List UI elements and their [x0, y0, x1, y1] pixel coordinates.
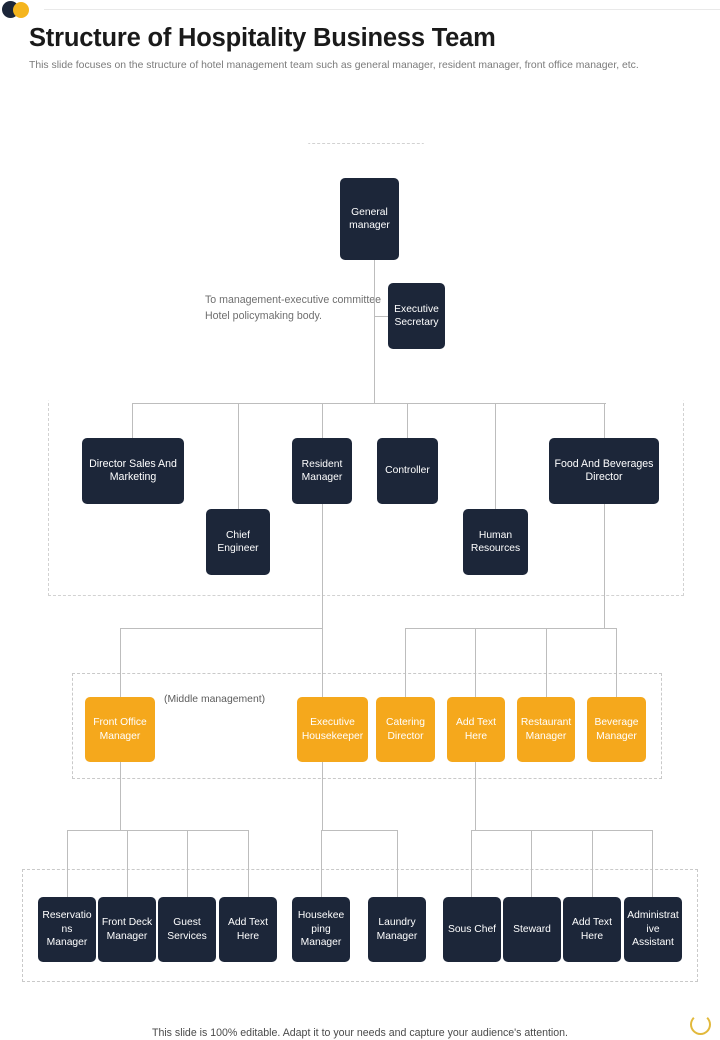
middle-management-zone-boundary [72, 673, 662, 779]
node-front-deck-manager[interactable]: Front Deck Manager [98, 897, 156, 962]
connector-ops-bus-b [321, 830, 398, 831]
node-executive-secretary[interactable]: Executive Secretary [388, 283, 445, 349]
brand-logo-icon [2, 1, 42, 21]
connector-drop-controller [407, 403, 408, 438]
connector-drop-beverage-manager [616, 628, 617, 697]
connector-drop-ops-add-text-2 [592, 830, 593, 897]
node-steward[interactable]: Steward [503, 897, 561, 962]
connector-drop-housekeeping-manager [321, 830, 322, 897]
node-restaurant-manager[interactable]: Restaurant Manager [517, 697, 575, 762]
connector-drop-laundry-manager [397, 830, 398, 897]
node-guest-services[interactable]: Guest Services [158, 897, 216, 962]
node-food-and-beverages-director[interactable]: Food And Beverages Director [549, 438, 659, 504]
connector-drop-front-office [120, 628, 121, 697]
connector-drop-exec-housekeeper [322, 628, 323, 697]
connector-gm-trunk [374, 260, 375, 403]
node-administrative-assistant[interactable]: Administrative Assistant [624, 897, 682, 962]
connector-drop-food-beverages [604, 403, 605, 438]
node-chief-engineer[interactable]: Chief Engineer [206, 509, 270, 575]
node-beverage-manager[interactable]: Beverage Manager [587, 697, 646, 762]
connector-fb-to-mid [604, 504, 605, 628]
node-housekeeping-manager[interactable]: Housekeeping Manager [292, 897, 350, 962]
header-divider [44, 9, 720, 10]
connector-front-office-to-ops [120, 762, 121, 830]
node-front-office-manager[interactable]: Front Office Manager [85, 697, 155, 762]
node-middle-add-text[interactable]: Add Text Here [447, 697, 505, 762]
node-operational-add-text-1[interactable]: Add Text Here [219, 897, 277, 962]
node-sous-chef[interactable]: Sous Chef [443, 897, 501, 962]
node-general-manager[interactable]: General manager [340, 178, 399, 260]
operational-zone-boundary [22, 869, 698, 982]
connector-tier2-bus [132, 403, 606, 404]
policy-note: To management-executive committee Hotel … [205, 294, 382, 322]
connector-drop-chief-engineer [238, 403, 239, 509]
connector-drop-guest-services [187, 830, 188, 897]
node-reservations-manager[interactable]: Reservations Manager [38, 897, 96, 962]
node-executive-housekeeper[interactable]: Executive Housekeeper [297, 697, 368, 762]
connector-ops-bus-a [67, 830, 248, 831]
connector-drop-reservations-manager [67, 830, 68, 897]
connector-drop-steward [531, 830, 532, 897]
node-operational-add-text-2[interactable]: Add Text Here [563, 897, 621, 962]
connector-resident-to-mid [322, 504, 323, 628]
logo-circle-amber [13, 2, 29, 18]
footer-note: This slide is 100% editable. Adapt it to… [151, 1027, 569, 1039]
connector-mid-addtext-to-ops [475, 762, 476, 830]
connector-drop-resident-manager [322, 403, 323, 438]
page-subtitle: This slide focuses on the structure of h… [29, 60, 639, 71]
node-catering-director[interactable]: Catering Director [376, 697, 435, 762]
connector-mid-bus-right [405, 628, 616, 629]
connector-drop-front-deck-manager [127, 830, 128, 897]
node-director-sales-and-marketing[interactable]: Director Sales And Marketing [82, 438, 184, 504]
middle-management-label: (Middle management) [164, 694, 266, 705]
connector-exec-housekeeper-to-ops [322, 762, 323, 830]
node-controller[interactable]: Controller [377, 438, 438, 504]
node-laundry-manager[interactable]: Laundry Manager [368, 897, 426, 962]
node-resident-manager[interactable]: Resident Manager [292, 438, 352, 504]
connector-exec-secretary-tee [374, 316, 388, 317]
connector-drop-administrative-assistant [652, 830, 653, 897]
connector-drop-ops-add-text-1 [248, 830, 249, 897]
node-human-resources[interactable]: Human Resources [463, 509, 528, 575]
connector-drop-restaurant-manager [546, 628, 547, 697]
connector-drop-mid-add-text [475, 628, 476, 697]
footer-ring-icon [690, 1014, 711, 1035]
connector-drop-director-sales [132, 403, 133, 438]
connector-ops-bus-c [471, 830, 652, 831]
connector-drop-catering-director [405, 628, 406, 697]
connector-mid-bus-left [120, 628, 323, 629]
connector-drop-human-resources [495, 403, 496, 509]
page-title: Structure of Hospitality Business Team [29, 24, 496, 52]
connector-drop-sous-chef [471, 830, 472, 897]
